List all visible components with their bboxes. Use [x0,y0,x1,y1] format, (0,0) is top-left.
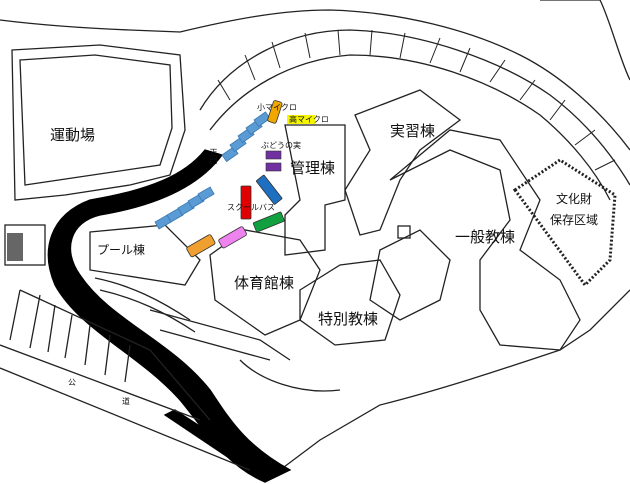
label-heritage-line1: 文化財 [556,192,593,206]
general-building-outline [389,129,581,351]
budou-vehicle-2 [265,162,282,172]
parking-slot [197,186,215,202]
label-school-bus: スクールバス [227,203,275,212]
label-public-road-2: 道 [122,397,130,406]
high-micro-vehicle [287,115,315,124]
road-end-block [163,409,277,483]
admin-building-outline [284,124,346,256]
heritage-zone-outline [512,158,617,288]
parking-slots [154,111,271,230]
practical-building-outline [344,89,462,236]
public-road-edge-bottom [0,367,251,471]
label-general-building: 一般教棟 [455,228,516,246]
terrace-inner [209,54,611,201]
label-practical-building: 実習棟 [390,122,436,140]
gym-outline [209,229,321,336]
outer-edge-right [279,289,630,471]
pink-vehicle [218,226,247,249]
label-gym-building: 体育館棟 [234,274,295,292]
school-bus-red [240,185,252,220]
orange-vehicle [186,234,216,258]
roadside-lots [9,289,211,421]
small-structure [397,225,411,239]
public-road-edge-top [0,344,201,421]
label-public-road-1: 公 [68,378,76,387]
terrace-ticks [217,29,616,171]
school-bus-green [252,211,285,233]
budou-vehicle-1 [265,150,282,160]
sports-ground-outline [11,44,186,201]
small-micro-vehicle [267,100,283,124]
gym-steps [149,309,341,392]
label-main-gate: 正門 [209,148,218,164]
label-pool-building: プール棟 [97,243,146,257]
label-admin-building: 管理棟 [290,159,336,177]
terrace-outer [199,29,630,186]
gate-booth [4,224,46,266]
label-high-micro: 高マイクロ [289,115,329,124]
sports-ground-inner [19,54,173,186]
gate-booth-stripes [7,233,23,261]
label-sports-ground: 運動場 [50,126,96,144]
school-bus-blue [256,174,283,205]
label-small-micro: 小マイクロ [257,103,297,112]
label-budou-no-mi: ぶどうの実 [261,141,301,150]
campus-boundary [0,9,630,151]
special-building-outline [299,259,401,346]
general-building-wing [369,229,451,321]
right-outer [540,0,630,81]
label-special-building: 特別教棟 [318,310,379,328]
pool-outline [89,224,201,286]
parking-slot [253,111,271,128]
pool-lanes [94,277,196,333]
label-heritage-line2: 保存区域 [550,213,599,227]
